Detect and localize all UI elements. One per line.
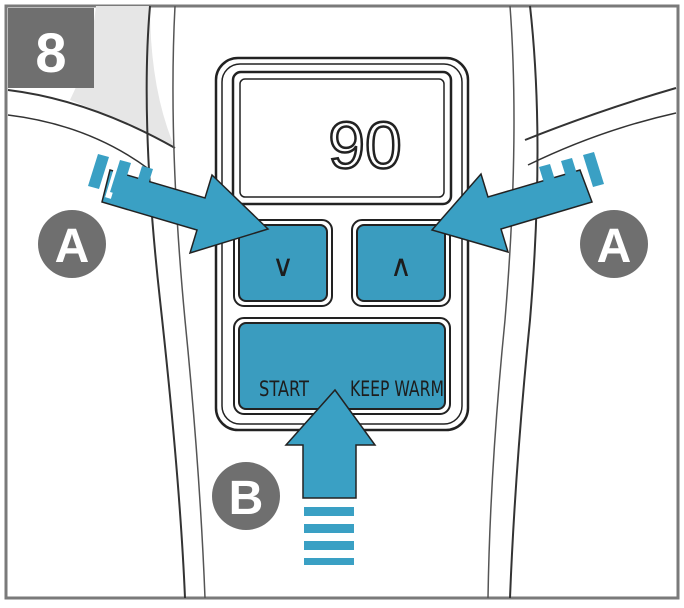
- handle-edge-right: [509, 5, 539, 599]
- callout-a-right: [580, 210, 648, 278]
- arrow-up-icon: [284, 388, 377, 565]
- display-value: 90: [328, 108, 401, 182]
- down-button-label: ∨: [272, 250, 294, 283]
- callout-a-left-label: A: [55, 220, 90, 273]
- up-button[interactable]: [356, 224, 446, 302]
- callout-a-right-label: A: [597, 220, 632, 273]
- arrow-down-right-icon: [88, 154, 270, 255]
- callout-b-label: B: [229, 472, 264, 525]
- body-edge-left-inner: [7, 114, 151, 171]
- up-button-label: ∧: [390, 250, 412, 283]
- body-edge-right-inner: [527, 112, 677, 166]
- callout-b: [212, 462, 280, 530]
- down-button[interactable]: [238, 224, 328, 302]
- start-label: START: [259, 377, 309, 401]
- step-badge: [8, 8, 94, 88]
- body-edge-left: [7, 89, 176, 149]
- display-screen: [239, 78, 445, 198]
- callout-a-left: [38, 210, 106, 278]
- handle-edge-right-inner: [487, 5, 515, 599]
- arrow-down-left-icon: [430, 152, 604, 254]
- body-edge-right: [524, 87, 677, 141]
- body-shading: [70, 6, 175, 148]
- handle-edge-left-inner: [172, 5, 206, 599]
- step-number: 8: [35, 21, 66, 84]
- handle-edge-left: [145, 5, 186, 599]
- keep-warm-label: KEEP WARM: [350, 377, 444, 401]
